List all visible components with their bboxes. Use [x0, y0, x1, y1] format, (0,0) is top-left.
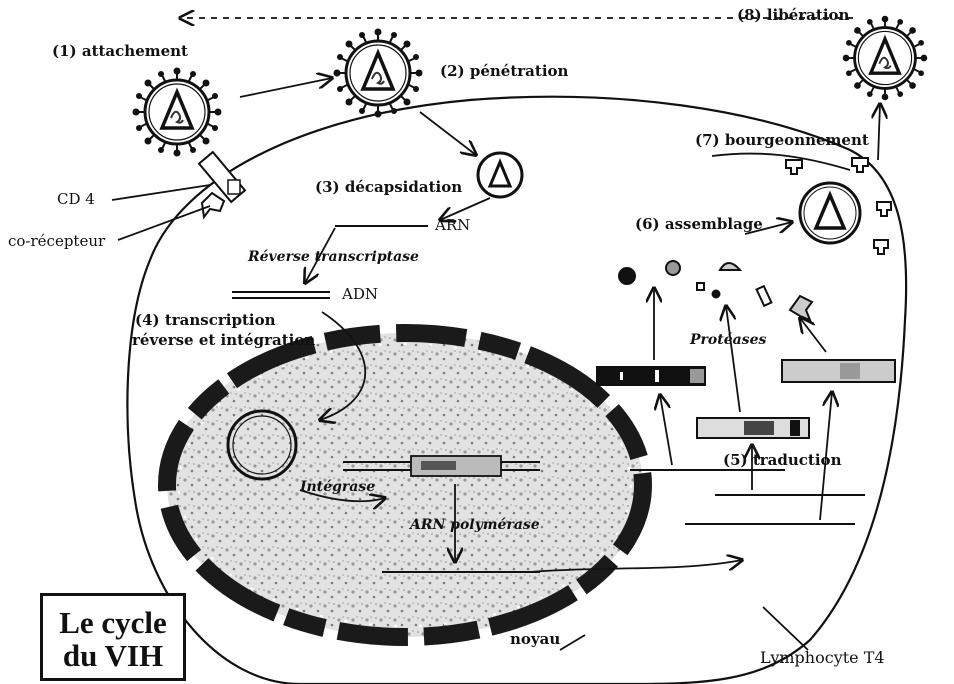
label-arn-polymerase: ARN polymérase: [410, 518, 540, 532]
protein-fragments: [619, 261, 812, 320]
coreceptor: [202, 193, 224, 217]
label-arn: ARN: [435, 218, 470, 233]
capsid-assemblage: [800, 183, 860, 243]
virus-liberation: [843, 16, 928, 101]
polyprotein-right: [782, 360, 895, 382]
label-step-5: (5) traduction: [723, 453, 841, 468]
nucleus: [167, 333, 643, 637]
label-step-7: (7) bourgeonnement: [695, 133, 869, 148]
title-line-1: Le cycle: [43, 607, 183, 638]
label-proteases: Protéases: [690, 333, 766, 347]
label-step-4a: (4) transcription: [135, 313, 276, 328]
dna-double-strand: [232, 292, 330, 298]
label-noyau: noyau: [510, 632, 560, 647]
arrow-liberation-up: [878, 104, 880, 160]
polyprotein-left: [596, 366, 706, 386]
label-step-2: (2) pénétration: [440, 64, 568, 79]
label-step-3: (3) décapsidation: [315, 180, 462, 195]
cytoplasmic-mrna: [630, 470, 865, 524]
label-step-6: (6) assemblage: [635, 217, 763, 232]
arrow-poly-right-up: [800, 318, 826, 352]
label-step-1: (1) attachement: [52, 44, 188, 59]
label-step-4b: réverse et intégration: [132, 333, 315, 348]
label-cell: Lymphocyte T4: [760, 650, 885, 666]
label-reverse-transcriptase: Réverse transcriptase: [248, 250, 419, 264]
label-integrase: Intégrase: [300, 480, 375, 494]
label-cd4: CD 4: [57, 192, 95, 207]
arrow-attach-penetration: [240, 78, 332, 97]
arrow-penetration-decapsidation: [420, 112, 476, 155]
capsid-decapsidation: [478, 153, 522, 197]
virus-penetration: [334, 29, 423, 118]
polyprotein-middle: [697, 418, 809, 438]
arrow-translation-left: [660, 395, 672, 465]
virus-attachement: [133, 68, 222, 157]
title-box: Le cycle du VIH: [40, 593, 186, 681]
pointer-cell: [763, 607, 808, 650]
pointer-noyau: [560, 635, 585, 650]
label-coreceptor: co-récepteur: [8, 234, 105, 249]
title-line-2: du VIH: [43, 640, 183, 671]
arrow-budding-route: [712, 154, 850, 170]
arrow-protease: [726, 306, 740, 412]
label-adn: ADN: [342, 287, 378, 302]
label-step-8: (8) libération: [737, 8, 849, 23]
cd4-receptor: [199, 152, 245, 202]
pointer-coreceptor: [118, 206, 210, 240]
